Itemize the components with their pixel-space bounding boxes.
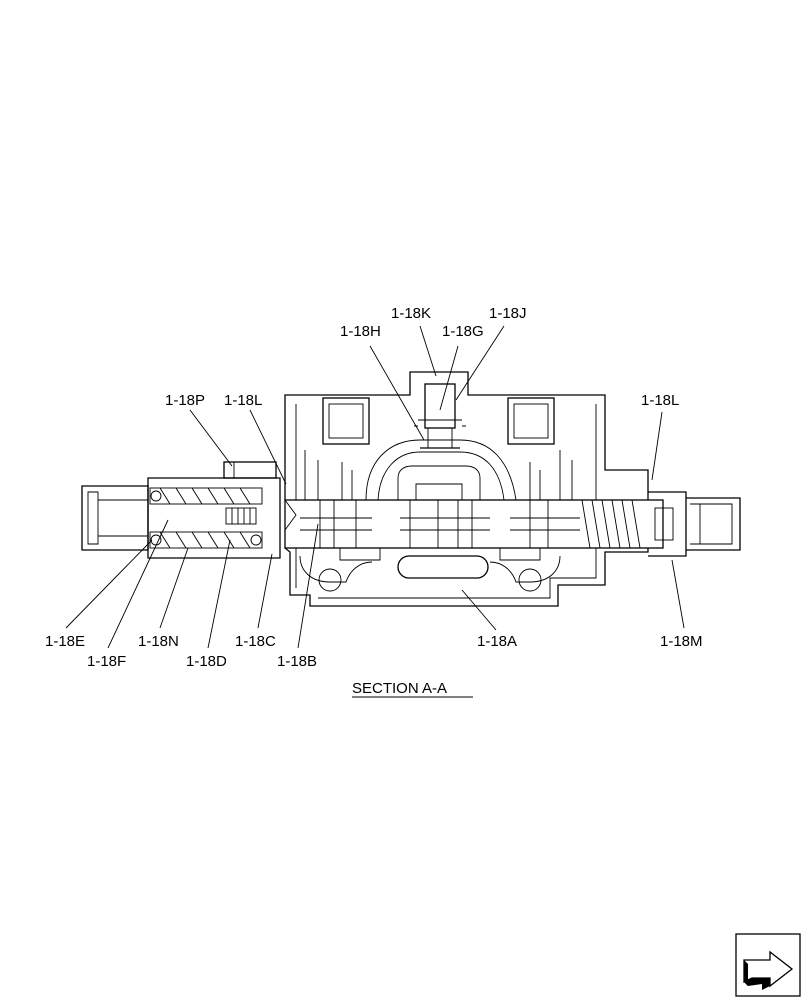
label-1-18l-right: 1-18L [641, 392, 679, 409]
label-1-18p: 1-18P [165, 392, 205, 409]
section-title: SECTION A-A [352, 680, 447, 697]
label-1-18a: 1-18A [477, 633, 517, 650]
right-cap [648, 491, 741, 557]
valve-body [284, 371, 649, 607]
label-1-18l-left: 1-18L [224, 392, 262, 409]
label-1-18e: 1-18E [45, 633, 85, 650]
next-page-arrow-icon[interactable] [735, 933, 801, 997]
label-1-18m: 1-18M [660, 633, 703, 650]
label-1-18h: 1-18H [340, 323, 381, 340]
label-1-18f: 1-18F [87, 653, 126, 670]
label-1-18b: 1-18B [277, 653, 317, 670]
label-1-18g: 1-18G [442, 323, 484, 340]
spool [284, 499, 664, 549]
label-1-18n: 1-18N [138, 633, 179, 650]
label-1-18c: 1-18C [235, 633, 276, 650]
leader-lines [65, 325, 685, 649]
left-spring-cap [81, 461, 281, 559]
label-1-18d: 1-18D [186, 653, 227, 670]
label-1-18k: 1-18K [391, 305, 431, 322]
part-labels: 1-18K 1-18J 1-18H 1-18G 1-18P 1-18L 1-18… [45, 305, 703, 670]
check-valve-assembly [414, 383, 466, 449]
label-1-18j: 1-18J [489, 305, 527, 322]
